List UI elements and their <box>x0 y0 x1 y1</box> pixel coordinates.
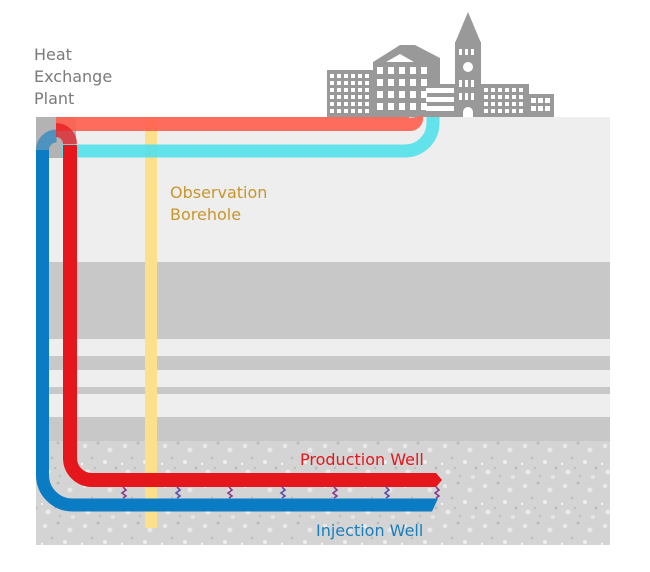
fracture-zigzag <box>331 486 339 499</box>
building-far-right <box>528 94 554 117</box>
observation-label-line: Observation <box>170 183 268 202</box>
observation-label-line: Borehole <box>170 205 242 224</box>
tower-spire <box>455 12 481 43</box>
stratum-light <box>36 370 610 387</box>
fracture-zigzag <box>383 486 391 499</box>
injection-well-tip <box>430 498 438 512</box>
fractures <box>120 486 441 499</box>
plant-label-line: Plant <box>34 89 75 108</box>
ground-strata <box>36 117 610 545</box>
heat-exchange-plant-label: Heat Exchange Plant <box>34 44 154 110</box>
hot-surface-pipe <box>56 115 424 131</box>
stratum-dark <box>36 262 610 339</box>
plant-label-line: Exchange <box>34 67 113 86</box>
fracture-zigzag <box>120 486 128 499</box>
stratum-gravel <box>36 441 610 545</box>
fracture-zigzag <box>433 486 441 499</box>
building-middle <box>373 45 440 117</box>
observation-borehole-label: Observation Borehole <box>170 182 310 226</box>
injection-well-pipe <box>36 150 430 512</box>
plant-label-line: Heat <box>34 45 72 64</box>
building-windows <box>330 49 550 117</box>
stratum-light <box>36 339 610 356</box>
stratum-light <box>36 394 610 417</box>
production-well-label: Production Well <box>300 450 424 469</box>
stratum-dark <box>36 387 610 394</box>
cold-surface-pipe <box>62 117 440 158</box>
stratum-dark <box>36 417 610 441</box>
stratum-light <box>36 117 610 262</box>
fracture-zigzag <box>226 486 234 499</box>
injection-well-label: Injection Well <box>316 521 424 540</box>
clock-icon <box>463 62 473 72</box>
observation-borehole <box>145 117 157 528</box>
fracture-zigzag <box>174 486 182 499</box>
production-well-pipe <box>63 145 432 487</box>
fracture-zigzag <box>279 486 287 499</box>
production-well-tip <box>432 473 442 487</box>
stratum-dark <box>36 356 610 370</box>
